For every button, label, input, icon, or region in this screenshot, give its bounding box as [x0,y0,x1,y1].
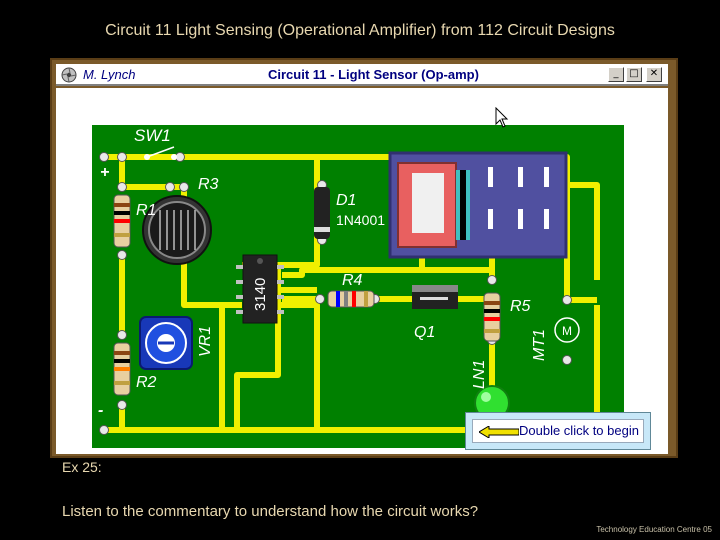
resistor-r2[interactable] [113,342,131,396]
resistor-r5[interactable] [483,292,501,342]
example-label: Ex 25: [62,459,102,475]
slide-title: Circuit 11 Light Sensing (Operational Am… [105,22,615,39]
ln1-label: LN1 [471,360,488,389]
light-dependent-resistor[interactable] [142,195,212,265]
close-button[interactable]: ✕ [646,67,662,82]
q1-label: Q1 [414,324,435,341]
motor-mt1[interactable]: M [554,317,580,343]
transistor-q1[interactable] [412,285,458,309]
r3-label: R3 [198,176,219,193]
window-titlebar[interactable]: M. Lynch Circuit 11 - Light Sensor (Op-a… [56,64,668,86]
opamp-ic-3140[interactable] [236,254,284,324]
r1-label: R1 [136,202,156,219]
relay[interactable] [388,151,568,259]
maximize-button[interactable]: □ [626,67,642,82]
resistor-r4[interactable] [327,290,375,308]
r4-label: R4 [342,272,363,289]
window-author: M. Lynch [83,67,136,82]
resistor-r1[interactable] [113,194,131,248]
double-click-hint[interactable]: Double click to begin [465,412,651,450]
plus-label: + [100,164,109,181]
d1-part-label: 1N4001 [336,212,385,228]
commentary-text: Listen to the commentary to understand h… [62,503,479,520]
vr1-label: VR1 [197,326,214,357]
r5-label: R5 [510,298,531,315]
switch-sw1[interactable] [144,146,177,160]
r2-label: R2 [136,374,157,391]
sw1-label: SW1 [134,126,171,145]
diode-d1[interactable] [314,187,330,239]
hint-text: Double click to begin [519,423,639,438]
d1-label: D1 [336,192,356,209]
credit-text: Technology Education Centre 05 [596,525,712,534]
minus-label: - [98,402,103,419]
hint-panel: Double click to begin [472,419,644,443]
minimize-button[interactable]: _ [608,67,624,82]
potentiometer-vr1[interactable] [139,316,193,370]
circuit-board[interactable]: M SW1 + - R1 R2 R3 R4 R5 VR1 3140 D1 1N4… [92,125,624,448]
window-title: Circuit 11 - Light Sensor (Op-amp) [268,67,479,82]
arrow-left-icon [479,426,519,438]
mouse-pointer-icon [495,107,509,128]
mt1-label: MT1 [531,329,548,361]
app-disc-icon [61,67,77,83]
svg-text:M: M [562,324,572,338]
ic-3140-label: 3140 [252,278,269,311]
